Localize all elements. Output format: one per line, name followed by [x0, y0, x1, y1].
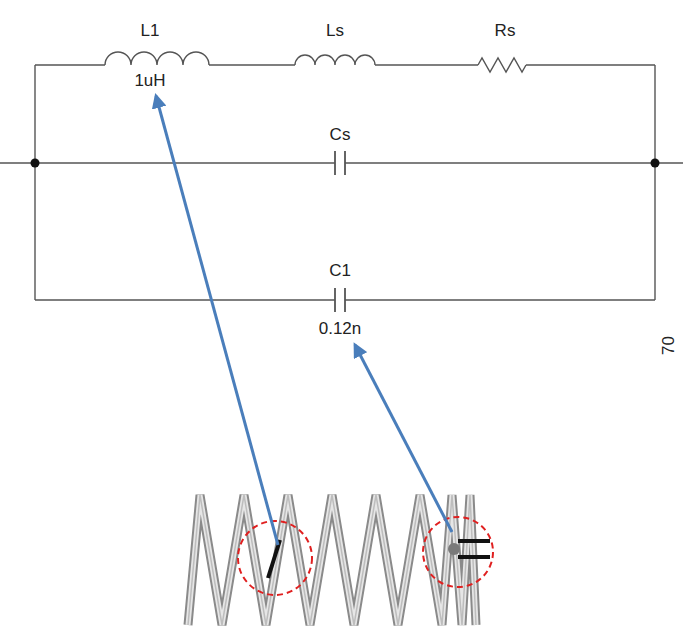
capacitor-cs [335, 151, 345, 175]
inductance-mark [268, 540, 280, 578]
part-name: C1 [329, 262, 351, 279]
part-name: Ls [326, 22, 344, 39]
junction-dot [651, 159, 660, 168]
capacitor-c1 [335, 288, 345, 312]
pointer-arrow [156, 96, 278, 545]
inductor-ls [295, 55, 375, 65]
page-number: 70 [659, 336, 676, 355]
inductor-l1 [105, 52, 209, 65]
part-value: 1uH [134, 72, 165, 89]
capacitance-mark [448, 541, 490, 557]
junction-dot [31, 159, 40, 168]
part-name: Cs [330, 126, 351, 143]
highlight-circle [423, 517, 493, 587]
coil-illustration [188, 495, 476, 625]
part-name: L1 [141, 22, 160, 39]
part-name: Rs [495, 22, 516, 39]
resistor-rs [478, 58, 526, 72]
circuit-wires [0, 52, 683, 312]
part-value: 0.12n [319, 320, 362, 337]
pointer-arrow [355, 345, 452, 532]
